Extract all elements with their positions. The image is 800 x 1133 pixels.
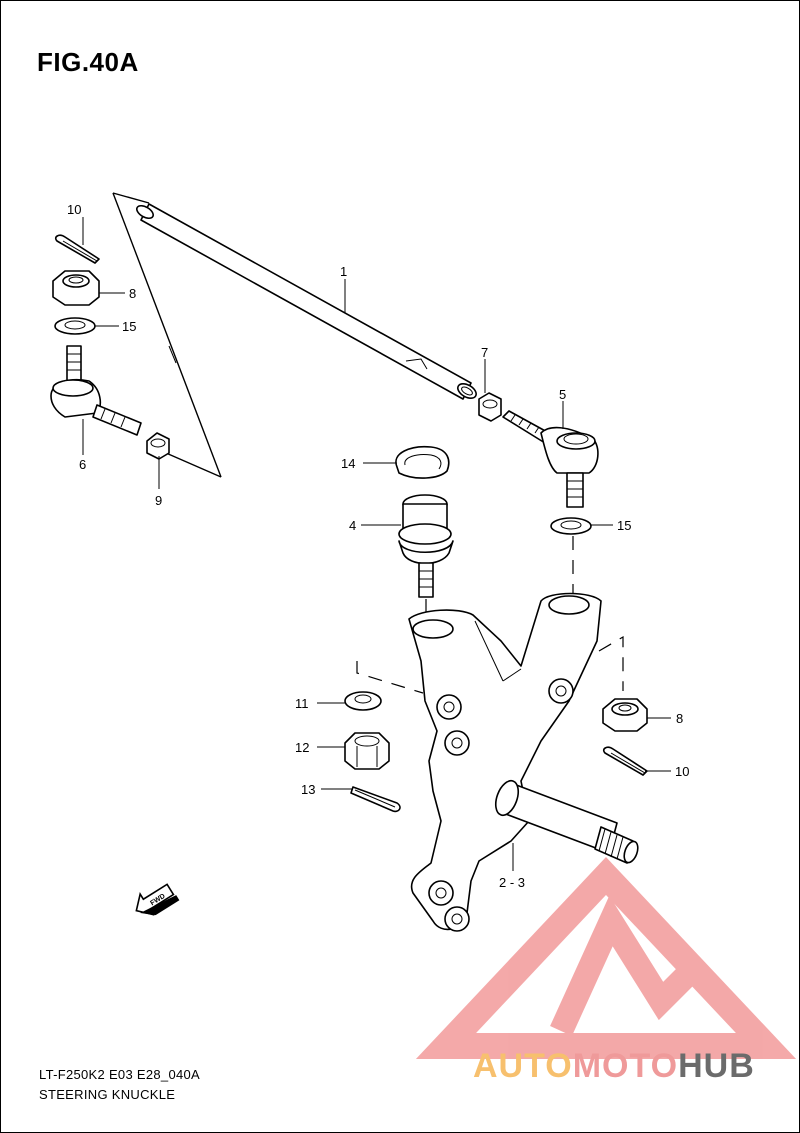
- cotter-pin-right: [602, 746, 648, 776]
- callout-15-left: 15: [122, 319, 136, 334]
- watermark-moto: MOTO: [572, 1047, 679, 1085]
- callout-14: 14: [341, 456, 355, 471]
- ball-joint: [398, 494, 454, 598]
- assembly-bracket: [112, 192, 222, 478]
- watermark-text: AUTOMOTOHUB: [473, 1047, 755, 1086]
- tie-rod-end-left: [50, 345, 142, 436]
- castle-nut-left: [52, 270, 100, 306]
- callout-5: 5: [559, 387, 566, 402]
- callout-2-3: 2 - 3: [499, 875, 525, 890]
- callout-8-left: 8: [129, 286, 136, 301]
- callout-11: 11: [295, 696, 309, 711]
- washer-right: [550, 517, 592, 535]
- watermark-logo-icon: [415, 857, 797, 1059]
- figure-name: STEERING KNUCKLE: [39, 1087, 176, 1102]
- washer-11: [344, 691, 382, 711]
- callout-13: 13: [301, 782, 315, 797]
- callout-6: 6: [79, 457, 86, 472]
- cotter-pin-left: [54, 234, 100, 264]
- lock-nut-7: [478, 392, 502, 422]
- steering-knuckle: [408, 592, 639, 932]
- callout-15-right: 15: [617, 518, 631, 533]
- fwd-arrow-icon: FWD: [135, 883, 180, 916]
- circlip: [395, 445, 450, 479]
- washer-left: [54, 317, 96, 335]
- callout-10-right: 10: [675, 764, 689, 779]
- tie-rod-end-right: [502, 410, 599, 508]
- callout-12: 12: [295, 740, 309, 755]
- model-code: LT-F250K2 E03 E28_040A: [39, 1067, 201, 1082]
- callout-1: 1: [340, 264, 347, 279]
- cotter-pin-13: [350, 786, 401, 813]
- callout-labels: 1 7 5 10 8 15 6 9 14 4 15 11 12 13 8 10 …: [67, 202, 689, 890]
- callout-10-left: 10: [67, 202, 81, 217]
- leader-lines: [82, 217, 671, 871]
- watermark-hub: HUB: [678, 1047, 755, 1085]
- tie-rod: [136, 203, 477, 400]
- callout-9: 9: [155, 493, 162, 508]
- watermark-auto: AUTO: [473, 1047, 573, 1085]
- castle-nut-right: [602, 698, 648, 732]
- nut-9: [146, 432, 170, 460]
- callout-8-right: 8: [676, 711, 683, 726]
- figure-title: FIG.40A: [37, 47, 139, 77]
- castle-nut-12: [344, 732, 390, 770]
- callout-4: 4: [349, 518, 356, 533]
- callout-7: 7: [481, 345, 488, 360]
